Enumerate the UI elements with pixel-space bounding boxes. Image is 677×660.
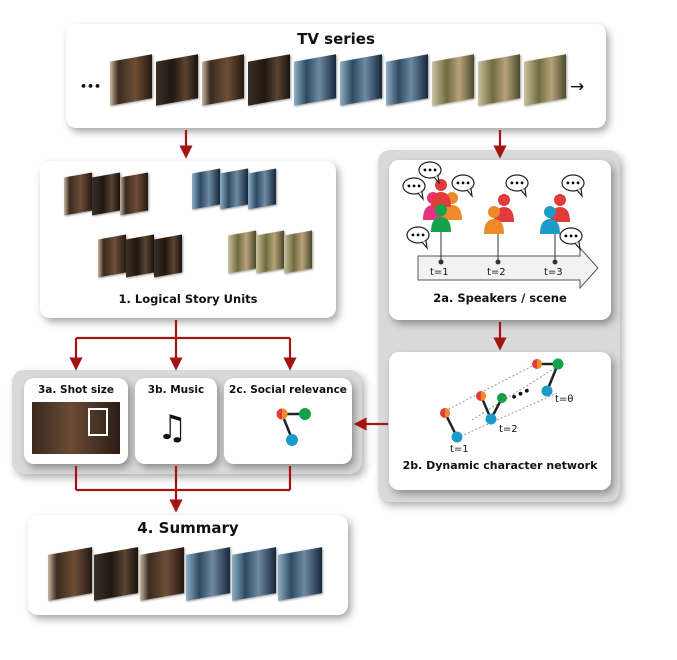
flow-arrows [69, 130, 507, 513]
person-icon [540, 206, 560, 234]
dynamic-network-card: 2b. Dynamic character network [389, 352, 611, 490]
network-t2-nodes [476, 391, 507, 425]
svg-text:•••: ••• [422, 166, 437, 175]
speech-bubble-icon: ••• [505, 174, 529, 199]
timeline-arrow [417, 246, 599, 290]
network-ttheta: t=θ [555, 394, 573, 405]
timeline-dots [438, 259, 558, 265]
face-bounding-box [88, 408, 108, 436]
tv-series-title: TV series [297, 30, 375, 48]
speaker-people [423, 179, 570, 234]
svg-text:•••: ••• [410, 231, 425, 240]
svg-text:•••: ••• [406, 182, 421, 191]
speech-bubble-icon: ••• [559, 227, 583, 252]
svg-text:•••: ••• [563, 232, 578, 241]
music-card: 3b. Music ♫ [135, 378, 217, 464]
shot-size-frame [32, 402, 120, 454]
network-ttheta-nodes [532, 358, 564, 397]
music-note-icon: ♫ [157, 408, 188, 448]
network-dots: ••• [508, 384, 533, 405]
shot-size-card: 3a. Shot size [24, 378, 128, 464]
social-relevance-card: 2c. Social relevance [224, 378, 352, 464]
svg-text:•••: ••• [509, 179, 524, 188]
timeline-t1: t=1 [430, 267, 449, 278]
network-t2: t=2 [499, 424, 518, 435]
speech-bubbles: ••••••••••••••••••••• [402, 161, 585, 252]
tv-series-card: TV series ••• → [66, 24, 606, 128]
timeline-t3: t=3 [544, 267, 563, 278]
timeline-t2: t=2 [487, 267, 506, 278]
network-t1-nodes [440, 408, 463, 443]
tv-series-ellipsis: ••• [80, 80, 102, 93]
person-icon [550, 194, 570, 222]
summary-card: 4. Summary [28, 515, 348, 615]
social-relevance-graph [276, 408, 311, 446]
svg-text:•••: ••• [455, 179, 470, 188]
speakers-scene-label: 2a. Speakers / scene [433, 291, 567, 305]
logical-story-units-card: 1. Logical Story Units [40, 161, 336, 318]
network-t1: t=1 [450, 444, 469, 455]
arrow-right-icon: → [570, 77, 585, 97]
speech-bubble-icon: ••• [451, 174, 475, 199]
music-label: 3b. Music [147, 384, 205, 396]
shot-size-label: 3a. Shot size [37, 384, 115, 396]
logical-story-units-label: 1. Logical Story Units [118, 292, 258, 306]
dynamic-network-graph [440, 358, 564, 443]
speech-bubble-icon: ••• [418, 161, 442, 186]
dynamic-network-label: 2b. Dynamic character network [402, 459, 598, 472]
summary-label: 4. Summary [137, 519, 239, 537]
speech-bubble-icon: ••• [402, 177, 426, 202]
speech-bubble-icon: ••• [561, 174, 585, 199]
person-icon [484, 206, 504, 234]
person-icon [431, 204, 451, 232]
social-relevance-label: 2c. Social relevance [229, 384, 347, 396]
svg-text:•••: ••• [565, 179, 580, 188]
speech-bubble-icon: ••• [406, 226, 430, 251]
